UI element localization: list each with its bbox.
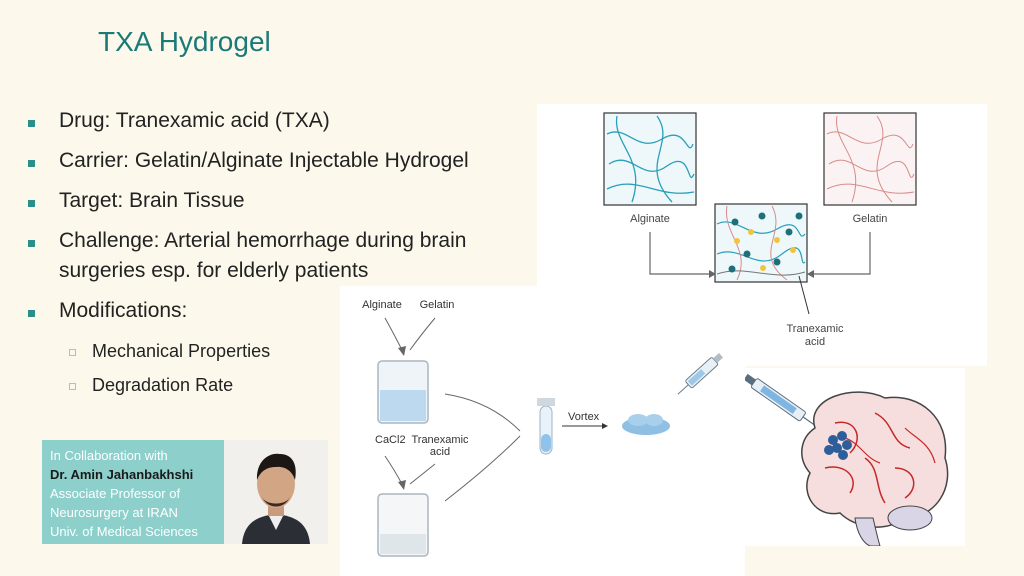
combined-hydrogel-icon <box>714 203 808 283</box>
brain-injection-diagram <box>743 368 965 547</box>
hydrogel-network-diagram: Alginate Gelatin <box>537 104 987 366</box>
square-bullet-icon <box>28 160 35 167</box>
arrow-left <box>649 232 709 275</box>
label-alginate-top: Alginate <box>630 213 670 225</box>
gelatin-network-icon <box>823 112 917 206</box>
label-alginate-bottom: Alginate <box>362 299 402 311</box>
square-bullet-icon <box>28 310 35 317</box>
collab-department: Neurosurgery at IRAN <box>50 505 178 520</box>
collaborator-photo <box>224 440 328 544</box>
collaborator-name: Dr. Amin Jahanbakhshi <box>50 467 194 482</box>
beaker-icon <box>377 493 429 557</box>
hollow-square-bullet-icon <box>69 383 76 390</box>
label-vortex: Vortex <box>568 411 600 423</box>
sub-bullet-mechanical: Mechanical Properties <box>59 336 528 366</box>
beaker-icon <box>377 360 429 424</box>
hydrogel-blob-icon <box>622 414 670 435</box>
label-gelatin-top: Gelatin <box>853 213 888 225</box>
collab-title: Associate Professor of <box>50 486 181 501</box>
collab-intro: In Collaboration with <box>50 448 168 463</box>
brain-icon <box>801 391 949 547</box>
label-txa-bottom-2: acid <box>430 446 450 458</box>
pointer-line <box>798 275 810 315</box>
test-tube-icon <box>537 398 555 455</box>
square-bullet-icon <box>28 200 35 207</box>
sub-bullet-list: Mechanical Properties Degradation Rate <box>59 336 528 400</box>
label-txa-top-2: acid <box>805 336 825 348</box>
square-bullet-icon <box>28 120 35 127</box>
arrow-right <box>814 232 871 275</box>
square-bullet-icon <box>28 240 35 247</box>
alginate-network-icon <box>603 112 697 206</box>
sub-bullet-degradation: Degradation Rate <box>59 370 528 400</box>
collab-university: Univ. of Medical Sciences <box>50 524 198 539</box>
collaboration-box: In Collaboration with Dr. Amin Jahanbakh… <box>42 440 224 544</box>
label-gelatin-bottom: Gelatin <box>420 299 455 311</box>
syringe-icon <box>677 353 724 395</box>
bullet-carrier: Carrier: Gelatin/Alginate Injectable Hyd… <box>28 146 528 176</box>
label-cacl2: CaCl2 <box>375 434 406 446</box>
bullet-challenge: Challenge: Arterial hemorrhage during br… <box>28 226 518 286</box>
syringe-icon <box>743 373 819 428</box>
slide-title: TXA Hydrogel <box>98 26 271 57</box>
bullet-target: Target: Brain Tissue <box>28 186 528 216</box>
bullet-list: Drug: Tranexamic acid (TXA) Carrier: Gel… <box>28 106 528 410</box>
label-txa-top-1: Tranexamic <box>786 323 844 335</box>
hydrogel-preparation-diagram: Alginate Gelatin CaCl2 Tranexamic acid <box>340 286 745 576</box>
bullet-modifications: Modifications: Mechanical Properties Deg… <box>28 296 528 400</box>
hydrogel-patch-icon <box>824 431 852 460</box>
hollow-square-bullet-icon <box>69 349 76 356</box>
bullet-drug: Drug: Tranexamic acid (TXA) <box>28 106 528 136</box>
label-txa-bottom-1: Tranexamic <box>411 434 469 446</box>
